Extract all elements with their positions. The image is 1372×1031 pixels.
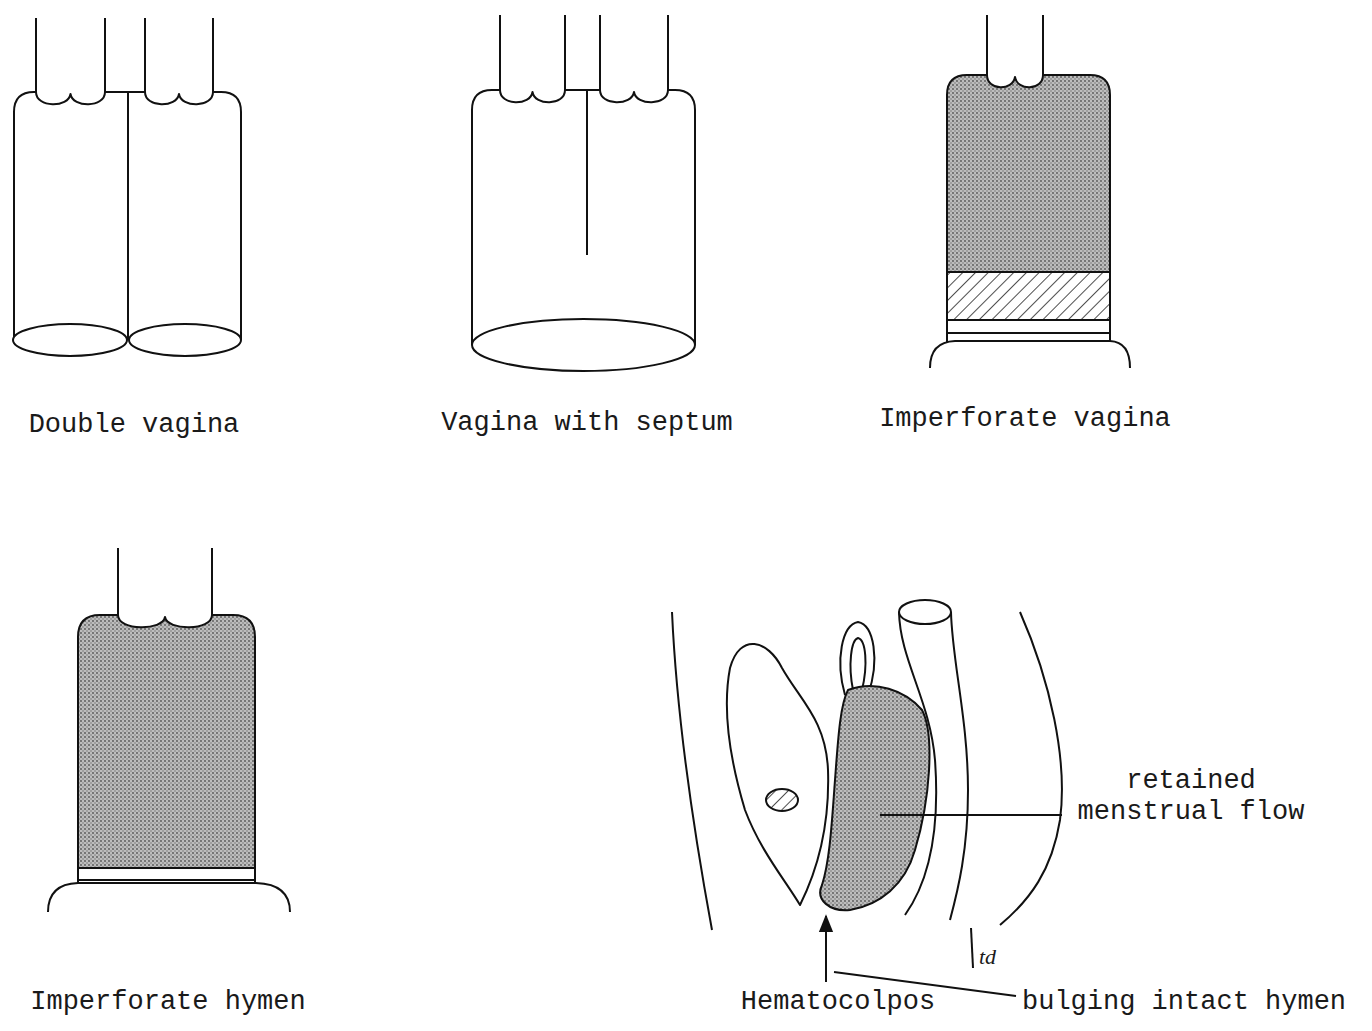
pointer-arrow: [825, 916, 827, 982]
rectum-opening: [899, 600, 951, 624]
figure-label: Imperforate hymen: [30, 987, 305, 1018]
cervix-tube: [987, 15, 1043, 87]
cervix-tube: [118, 548, 212, 627]
rectum-wall: [950, 612, 968, 920]
vaginal-septum: [586, 90, 588, 255]
figure-label: Imperforate vagina: [879, 404, 1171, 435]
vaginal-atresia: [947, 272, 1110, 320]
vaginal-opening: [129, 324, 241, 356]
vagina-outline: [947, 320, 1110, 342]
signature-tick: [971, 928, 973, 968]
vulva-outline: [930, 341, 1130, 368]
pubic-symphysis: [766, 789, 798, 811]
cervix-tube: [500, 15, 565, 102]
retained-blood: [947, 75, 1110, 272]
figure-label: Hematocolpos: [741, 987, 935, 1018]
vaginal-opening: [472, 319, 695, 371]
body-contour: [1000, 612, 1062, 925]
leader-line: [880, 814, 1062, 816]
cervix-tube: [36, 18, 105, 104]
bladder-outline: [727, 644, 828, 905]
vaginal-opening: [13, 324, 127, 356]
retained-blood: [78, 615, 255, 868]
intact-hymen: [78, 868, 255, 883]
figure-label: Double vagina: [29, 410, 240, 441]
vaginal-divider: [127, 92, 129, 340]
cervix-tube: [600, 15, 668, 102]
hematocolpos-mass: [820, 686, 929, 910]
figure-label: Vagina with septum: [441, 408, 733, 439]
vulva-outline: [48, 883, 290, 912]
uterus-outline: [840, 622, 874, 695]
vagina-outline: [14, 92, 241, 340]
figure-label: bulging intact hymen: [1022, 987, 1346, 1018]
body-contour: [672, 612, 712, 930]
uterine-cavity: [851, 638, 866, 690]
figure-label: retained menstrual flow: [1066, 766, 1316, 828]
figure-label: td: [979, 944, 996, 970]
vagina-outline: [472, 90, 695, 345]
cervix-tube: [145, 18, 213, 104]
